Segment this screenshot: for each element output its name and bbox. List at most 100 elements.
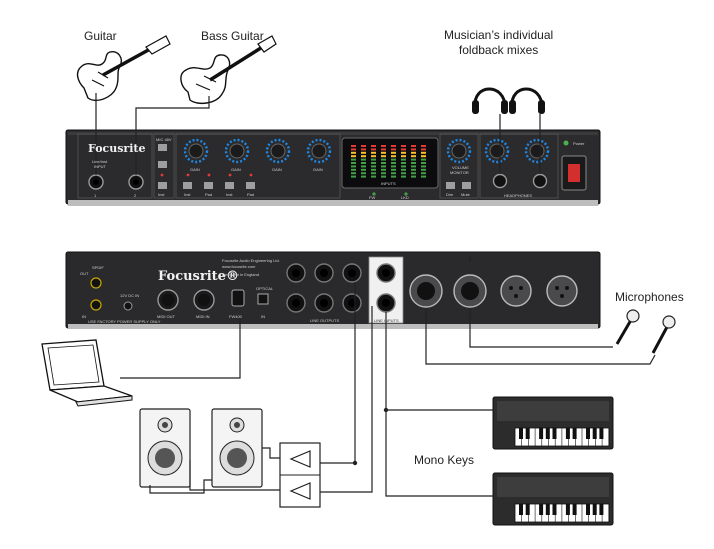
meter-led bbox=[421, 175, 426, 178]
fw400-label: FW400 bbox=[229, 314, 243, 319]
meter-led bbox=[361, 165, 366, 168]
meter-led bbox=[381, 148, 386, 151]
black-key bbox=[599, 428, 604, 439]
psu-note: USE FACTORY POWER SUPPLY ONLY bbox=[88, 319, 161, 324]
front-panel bbox=[65, 129, 601, 206]
spdif-label: SPDIF bbox=[92, 265, 104, 270]
black-key bbox=[565, 428, 570, 439]
front-instrument-label: Line/Inst bbox=[92, 159, 108, 164]
gain-label: GAIN bbox=[313, 167, 323, 172]
black-key bbox=[552, 504, 557, 515]
bass-guitar-label: Bass Guitar bbox=[201, 29, 264, 43]
black-key bbox=[552, 428, 557, 439]
meter-led bbox=[371, 162, 376, 164]
black-key bbox=[539, 428, 544, 439]
cables bbox=[95, 93, 656, 497]
meter-led bbox=[421, 165, 426, 168]
meter-led bbox=[361, 148, 366, 151]
pad-label: Pad bbox=[247, 192, 254, 197]
meter-led bbox=[351, 165, 356, 168]
meter-led bbox=[401, 165, 406, 168]
meter-led bbox=[381, 175, 386, 178]
black-key bbox=[586, 428, 590, 439]
laptop-icon bbox=[41, 339, 133, 407]
black-key bbox=[586, 504, 590, 515]
meter-led bbox=[401, 168, 406, 171]
meter-led bbox=[351, 162, 356, 164]
line-output-jack-center bbox=[320, 269, 328, 277]
meter-led bbox=[401, 158, 406, 161]
meter-led bbox=[361, 162, 366, 164]
meter-led bbox=[381, 172, 386, 175]
front-input-1: 1 bbox=[94, 193, 97, 198]
black-key bbox=[519, 504, 523, 515]
power-label: Power bbox=[573, 141, 585, 146]
optical-label: OPTICAL bbox=[256, 286, 274, 291]
line-outputs-label: LINE OUTPUTS bbox=[310, 318, 339, 323]
meter-led bbox=[371, 168, 376, 171]
meter-led bbox=[381, 165, 386, 168]
line-output-jack-center bbox=[320, 299, 328, 307]
foldback-label: Musician’s individual foldback mixes bbox=[444, 28, 553, 58]
meter-led bbox=[391, 168, 396, 171]
volume-label: VOLUME bbox=[452, 165, 469, 170]
meter-led bbox=[411, 158, 416, 161]
meter-led bbox=[411, 168, 416, 171]
meter-led bbox=[361, 172, 366, 175]
bass-guitar-icon bbox=[180, 35, 277, 105]
midi-out-port bbox=[157, 289, 179, 311]
meter-led bbox=[411, 145, 416, 147]
meter-led bbox=[371, 155, 376, 158]
xlr-input-4 bbox=[546, 275, 578, 307]
meter-led bbox=[411, 162, 416, 164]
meter-led bbox=[391, 175, 396, 178]
microphone-icon bbox=[615, 309, 640, 345]
rear-website-text: www.focusrite.com bbox=[222, 264, 256, 269]
meter-led bbox=[361, 155, 366, 158]
meter-led bbox=[421, 155, 426, 158]
meter-led bbox=[411, 148, 416, 151]
meter-led bbox=[351, 155, 356, 158]
rear-designed-text: Designed in England bbox=[222, 272, 259, 277]
mono-keys-label: Mono Keys bbox=[414, 453, 475, 467]
front-brand-text: Focusrite bbox=[88, 142, 146, 155]
inst-label: Inst bbox=[184, 192, 191, 197]
line-output-jack-center bbox=[292, 269, 300, 277]
meter-led bbox=[401, 145, 406, 147]
optical-in-label: IN bbox=[261, 314, 265, 319]
meter-led bbox=[421, 172, 426, 175]
meter-led bbox=[391, 172, 396, 175]
inputs-meter-label: INPUTS bbox=[381, 181, 396, 186]
xlr-input-3 bbox=[500, 275, 532, 307]
rear-company-text: Focusrite Audio Engineering Ltd. bbox=[222, 258, 280, 263]
guitar-icon bbox=[76, 35, 171, 102]
microphones-label: Microphones bbox=[615, 290, 684, 304]
headphones-label: HEADPHONES bbox=[504, 193, 532, 198]
headphones-icon bbox=[472, 87, 508, 114]
meter-led bbox=[391, 155, 396, 158]
meter-led bbox=[351, 172, 356, 175]
gain-knob bbox=[306, 138, 332, 164]
fw-label: FW bbox=[369, 195, 375, 200]
front-mic48v-label: MIC 48V bbox=[156, 137, 172, 142]
meter-led bbox=[421, 168, 426, 171]
meter-led bbox=[411, 151, 416, 154]
lock-label: LKD bbox=[401, 195, 409, 200]
meter-led bbox=[381, 155, 386, 158]
meter-led bbox=[391, 145, 396, 147]
meter-led bbox=[391, 162, 396, 164]
black-key bbox=[545, 428, 550, 439]
black-key bbox=[572, 504, 577, 515]
meter-led bbox=[361, 158, 366, 161]
black-key bbox=[539, 504, 544, 515]
meter-led bbox=[401, 151, 406, 154]
spdif-in-label: IN bbox=[82, 314, 86, 319]
gain-knob bbox=[183, 138, 209, 164]
gain-label: GAIN bbox=[272, 167, 282, 172]
meter-led bbox=[351, 148, 356, 151]
foldback-label-line2: foldback mixes bbox=[458, 43, 539, 57]
input-meter-display bbox=[341, 137, 439, 196]
line-output-jack-center bbox=[348, 269, 356, 277]
black-key bbox=[519, 428, 523, 439]
black-key bbox=[592, 504, 597, 515]
